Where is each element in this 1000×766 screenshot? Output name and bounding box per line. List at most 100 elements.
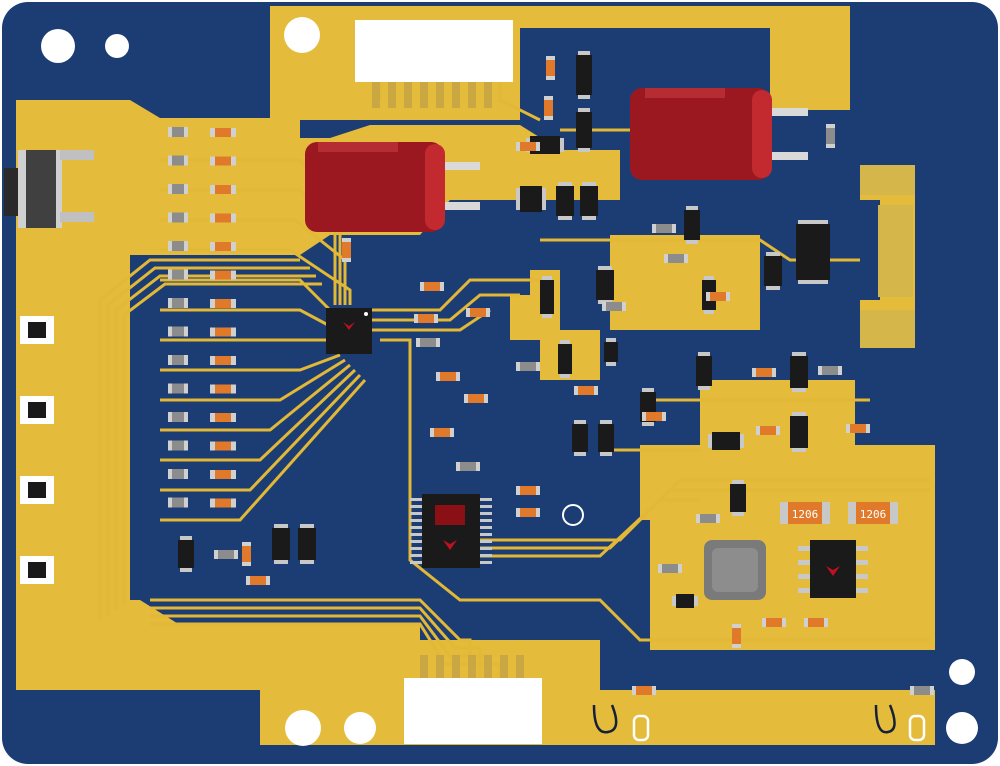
discrete-component — [558, 340, 572, 378]
resistor-1206-b: 1206 — [848, 502, 898, 524]
mounting-hole — [105, 34, 129, 58]
discrete-component — [684, 206, 700, 244]
smd-part — [752, 368, 776, 377]
resistor-value-label: 1206 — [792, 508, 819, 521]
smd-part — [464, 394, 488, 403]
smd-part — [642, 412, 666, 421]
mounting-hole — [41, 29, 75, 63]
ic-ssop-center — [410, 494, 492, 568]
smd-part — [910, 686, 934, 695]
ladder-pair — [168, 355, 236, 365]
left-leds — [20, 316, 54, 584]
discrete-component — [598, 420, 614, 456]
smd-part — [414, 314, 438, 323]
mounting-hole — [285, 710, 321, 746]
smd-part — [762, 618, 786, 627]
ladder-pair — [168, 383, 236, 394]
smd-part — [516, 142, 540, 151]
resistor-1206-a: 1206 — [780, 502, 830, 524]
smd-part — [652, 224, 676, 233]
ic-qfn-left — [326, 308, 372, 354]
small-smd-parts — [214, 56, 934, 695]
discrete-component — [790, 352, 808, 392]
discrete-component — [730, 480, 746, 516]
discrete-component — [604, 338, 618, 366]
smd-part — [632, 686, 656, 695]
smd-ladder — [168, 127, 236, 508]
discrete-component — [790, 412, 808, 452]
discrete-component — [672, 594, 698, 608]
smd-part — [574, 386, 598, 395]
audio-jack — [4, 150, 94, 228]
ladder-pair — [168, 155, 236, 166]
discrete-component — [580, 182, 598, 220]
discrete-component — [764, 252, 782, 290]
smd-part — [436, 372, 460, 381]
smd-part — [516, 362, 540, 371]
smd-part — [214, 550, 238, 559]
smd-part — [420, 282, 444, 291]
bottom-connector — [404, 655, 542, 744]
ladder-pair — [168, 497, 236, 508]
discrete-component — [556, 182, 574, 220]
discrete-component — [596, 266, 614, 304]
smd-part — [696, 514, 720, 523]
mounting-hole — [949, 659, 975, 685]
right-pad-block — [860, 165, 915, 348]
discrete-component — [540, 276, 554, 318]
smd-part — [664, 254, 688, 263]
ladder-pair — [168, 241, 236, 251]
smd-part — [342, 238, 351, 262]
smd-part — [456, 462, 480, 471]
led — [20, 556, 54, 584]
ladder-pair — [168, 212, 236, 223]
mounting-holes — [41, 17, 978, 746]
led — [20, 396, 54, 424]
smd-part — [818, 366, 842, 375]
electrolytic-capacitor-left — [305, 142, 480, 232]
ladder-pair — [168, 469, 236, 479]
led — [20, 476, 54, 504]
discrete-component — [576, 51, 592, 99]
electrolytic-capacitor-right — [630, 88, 808, 180]
smd-part — [846, 424, 870, 433]
resistor-value-label: 1206 — [860, 508, 887, 521]
discrete-component — [298, 524, 316, 564]
smd-part — [430, 428, 454, 437]
wire-loops — [592, 704, 926, 742]
discrete-component — [708, 432, 744, 450]
smd-part — [546, 56, 555, 80]
ladder-pair — [168, 184, 236, 194]
discrete-component — [272, 524, 290, 564]
smd-part — [416, 338, 440, 347]
discrete-component — [516, 186, 546, 212]
ladder-pair — [168, 412, 236, 422]
mounting-hole — [946, 712, 978, 744]
smd-part — [602, 302, 626, 311]
discrete-component — [796, 220, 830, 284]
discrete-component — [178, 536, 194, 572]
smd-part — [246, 576, 270, 585]
smd-part — [658, 564, 682, 573]
smd-part — [466, 308, 490, 317]
smd-part — [242, 542, 251, 566]
top-connector — [355, 20, 513, 108]
smd-part — [804, 618, 828, 627]
smd-part — [826, 124, 835, 148]
smd-part — [756, 426, 780, 435]
smd-part — [516, 486, 540, 495]
ladder-pair — [168, 298, 236, 308]
ladder-pair — [168, 127, 236, 137]
mounting-hole — [284, 17, 320, 53]
ic-so8-right — [798, 540, 868, 598]
ladder-pair — [168, 326, 236, 337]
via — [562, 504, 584, 526]
discrete-component — [576, 108, 592, 152]
mounting-hole — [344, 712, 376, 744]
ladder-pair — [168, 440, 236, 451]
ladder-pair — [168, 269, 236, 280]
discrete-component — [696, 352, 712, 390]
discrete-component — [572, 420, 588, 456]
smd-part — [732, 624, 741, 648]
